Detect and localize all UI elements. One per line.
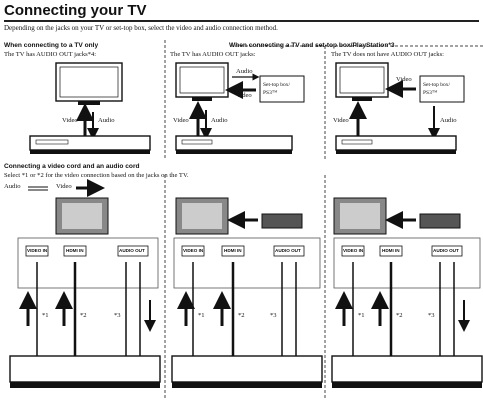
p2-settop-line1: Set-top box/ (263, 82, 291, 88)
cords-instruction: Select *1 or *2 for the video connection… (4, 172, 189, 179)
p2-video-label-2: Video (173, 117, 189, 124)
settop-box (419, 75, 465, 103)
p1-video-in: VIDEO IN (27, 248, 48, 253)
p3-audio-out: AUDIO OUT (433, 248, 459, 253)
p2-hdmi-in: HDMI IN (224, 248, 242, 253)
p3-settop-line2: PS3™ (423, 90, 438, 96)
p3-hdmi-in: HDMI IN (382, 248, 400, 253)
p2-video-label: Video (236, 92, 252, 99)
player-back (9, 355, 161, 383)
p1-marker-1: *1 (42, 312, 49, 319)
p1-marker-3: *3 (114, 312, 121, 319)
p1-audio-out: AUDIO OUT (119, 248, 145, 253)
p3-settop-line1: Set-top box/ (423, 82, 451, 88)
page-title: Connecting your TV (4, 2, 147, 19)
cord-diagram-3 (331, 197, 483, 388)
p2-video-in: VIDEO IN (183, 248, 204, 253)
p3-video-label: Video (396, 76, 412, 83)
legend-audio-label: Audio (4, 183, 21, 190)
legend-video-label: Video (56, 183, 72, 190)
p2-marker-2: *2 (238, 312, 245, 319)
p1-marker-2: *2 (80, 312, 87, 319)
p2-marker-1: *1 (198, 312, 205, 319)
p2-marker-3: *3 (270, 312, 277, 319)
p3-video-in: VIDEO IN (343, 248, 364, 253)
p2-settop-line2: PS3™ (263, 90, 278, 96)
p3-marker-1: *1 (358, 312, 365, 319)
settop-right-diagram (335, 62, 465, 154)
p2-audio-out: AUDIO OUT (275, 248, 301, 253)
settop-box (259, 75, 305, 103)
settop-right-subtext: The TV does not have AUDIO OUT jacks: (331, 51, 444, 58)
p3-marker-3: *3 (428, 312, 435, 319)
intro-text: Depending on the jacks on your TV or set… (4, 24, 278, 32)
cords-heading: Connecting a video cord and an audio cor… (4, 163, 140, 170)
settop-left-subtext: The TV has AUDIO OUT jacks: (170, 51, 256, 58)
tv-only-subtext: The TV has AUDIO OUT jacks*4: (4, 51, 97, 58)
cord-diagram-1 (9, 197, 161, 388)
p3-marker-2: *2 (396, 312, 403, 319)
p2-audio-label-2: Audio (211, 117, 228, 124)
p1-hdmi-in: HDMI IN (66, 248, 84, 253)
p3-video-label-2: Video (333, 117, 349, 124)
tv-only-diagram (29, 62, 151, 154)
p2-audio-label: Audio (236, 68, 253, 75)
cord-diagram-2 (171, 197, 323, 388)
p3-audio-label: Audio (440, 117, 457, 124)
settop-left-diagram (175, 62, 305, 154)
p1-audio-label: Audio (98, 117, 115, 124)
title-rule (4, 20, 479, 22)
p1-video-label: Video (62, 117, 78, 124)
tv-only-heading: When connecting to a TV only (4, 42, 99, 49)
